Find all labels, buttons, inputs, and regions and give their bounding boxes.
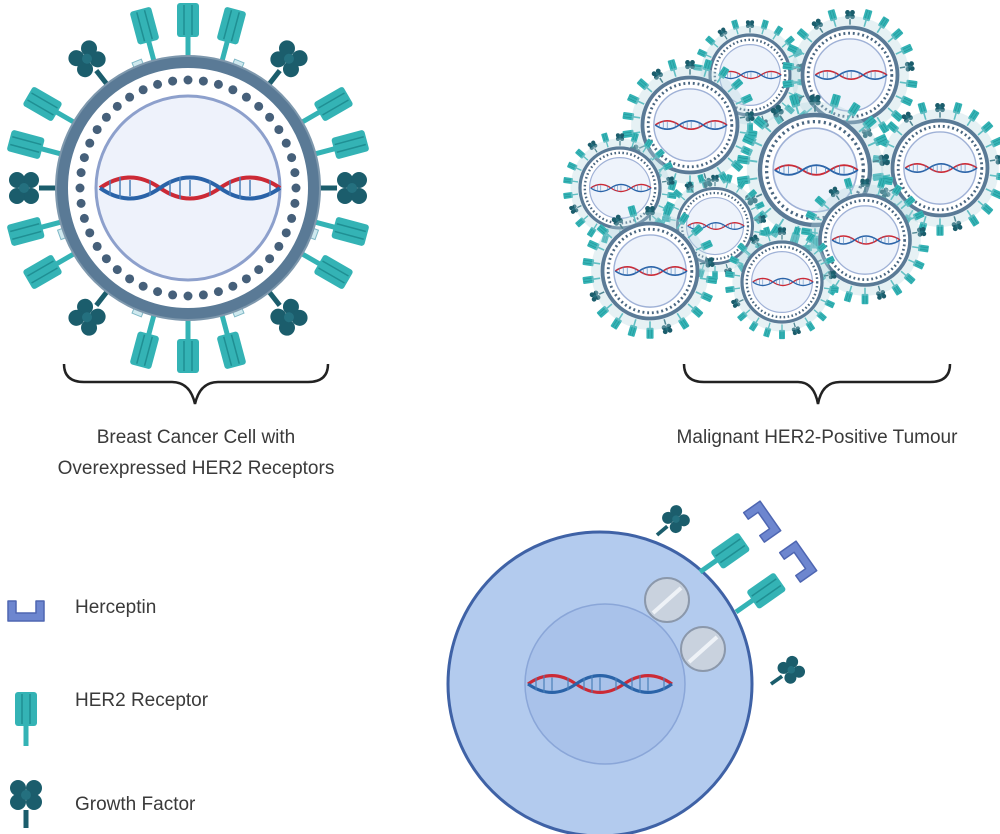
growth-factor [9, 172, 57, 204]
inhibited-vesicle-2 [680, 626, 726, 672]
bracket-left [62, 363, 330, 405]
bracket-right [682, 363, 952, 405]
growth-factor-icon [10, 780, 42, 828]
vesicle-dot [75, 183, 85, 193]
her2-receptor [310, 128, 371, 166]
vesicle-dot [241, 274, 251, 284]
vesicle-dot [228, 85, 238, 95]
vesicle-dot [138, 281, 148, 291]
vesicle-dot [265, 254, 275, 264]
vesicle-dot [281, 228, 291, 238]
vesicle-dot [198, 290, 208, 300]
vesicle-dot [85, 138, 95, 148]
vesicle-dot [125, 92, 135, 102]
vesicle-dot [85, 228, 95, 238]
legend-growth-factor-label: Growth Factor [75, 794, 196, 815]
vesicle-dot [290, 168, 300, 178]
cell-label-line2: Overexpressed HER2 Receptors [58, 458, 335, 479]
vesicle-dot [228, 281, 238, 291]
herceptin-icon [778, 540, 818, 583]
growth-factor-icon [649, 502, 693, 545]
vesicle-dot [254, 265, 264, 275]
herceptin-icon [742, 500, 782, 543]
vesicle-dot [76, 198, 86, 208]
cell-label-line1: Breast Cancer Cell with [97, 427, 296, 448]
her2-receptor [5, 210, 66, 248]
vesicle-dot [92, 125, 102, 135]
vesicle-dot [274, 125, 284, 135]
treated-cell [446, 500, 818, 834]
vesicle-dot [76, 168, 86, 178]
vesicle-dot [92, 241, 102, 251]
vesicle-dot [153, 287, 163, 297]
her2-receptor [176, 318, 200, 374]
vesicle-dot [138, 85, 148, 95]
vesicle-dot [213, 79, 223, 89]
vesicle-dot [290, 198, 300, 208]
vesicle-dot [125, 274, 135, 284]
breast-cancer-cell [5, 2, 371, 374]
her2-receptor [128, 5, 166, 66]
vesicle-dot [254, 101, 264, 111]
legend-her2-label: HER2 Receptor [75, 690, 209, 711]
growth-factor [319, 172, 367, 204]
tumour-cluster [562, 8, 1000, 340]
vesicle-dot [79, 153, 89, 163]
membrane-vesicles [75, 75, 301, 301]
vesicle-dot [291, 183, 301, 193]
vesicle-dot [241, 92, 251, 102]
vesicle-dot [101, 112, 111, 122]
vesicle-dot [183, 291, 193, 301]
nucleus [94, 94, 282, 282]
vesicle-dot [287, 153, 297, 163]
vesicle-dot [101, 254, 111, 264]
her2-receptor [210, 310, 248, 371]
vesicle-dot [112, 265, 122, 275]
her2-receptor [176, 2, 200, 58]
vesicle-dot [168, 290, 178, 300]
herceptin-icon [7, 600, 45, 622]
vesicle-dot [281, 138, 291, 148]
her2-receptor [310, 210, 371, 248]
vesicle-dot [168, 76, 178, 86]
growth-factor-icon [764, 653, 808, 694]
her2-receptor [210, 5, 248, 66]
her2-receptor [128, 310, 166, 371]
her2-receptor-icon [728, 571, 788, 622]
vesicle-dot [112, 101, 122, 111]
vesicle-dot [198, 76, 208, 86]
vesicle-dot [287, 213, 297, 223]
vesicle-dot [79, 213, 89, 223]
vesicle-dot [153, 79, 163, 89]
vesicle-dot [265, 112, 275, 122]
legend-herceptin-label: Herceptin [75, 597, 156, 618]
legend: Herceptin HER2 Receptor Growth Factor [7, 597, 209, 828]
tumour-label: Malignant HER2-Positive Tumour [677, 427, 959, 448]
treated-nucleus [524, 603, 686, 765]
vesicle-dot [213, 287, 223, 297]
inhibited-vesicle-1 [644, 577, 690, 623]
vesicle-dot [274, 241, 284, 251]
her2-receptor [5, 128, 66, 166]
vesicle-dot [183, 75, 193, 85]
